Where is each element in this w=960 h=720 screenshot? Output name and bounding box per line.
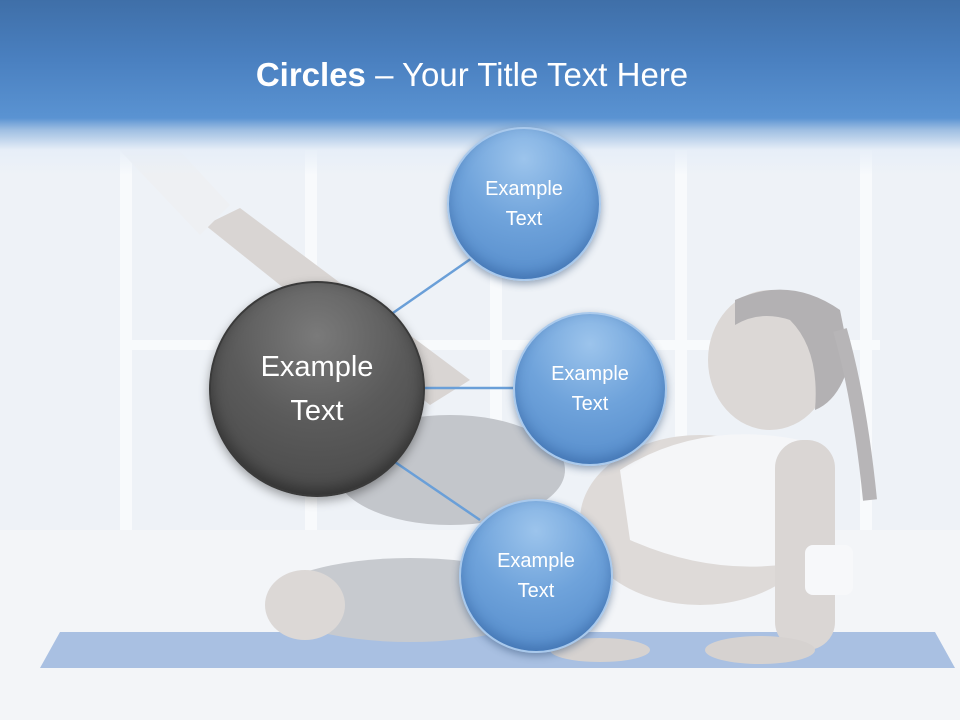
satellite-circle-2-text: Example Text [551,363,629,415]
connector-3 [391,458,481,522]
title-rest-text: – Your Title Text Here [365,56,689,93]
satellite-circle-3[interactable]: Example Text [459,499,613,653]
connector-1 [389,256,473,317]
center-circle[interactable]: Example Text [209,281,425,497]
satellite-circle-2[interactable]: Example Text [513,312,667,466]
satellite-circle-3-text: Example Text [497,550,575,602]
title-bold-text: Circles [255,56,366,93]
satellite-circle-1-text: Example Text [485,178,563,230]
satellite-circle-1[interactable]: Example Text [447,127,601,281]
slide-title: Circles – Your Title Text Here [0,52,944,98]
center-circle-text: Example Text [260,351,374,427]
